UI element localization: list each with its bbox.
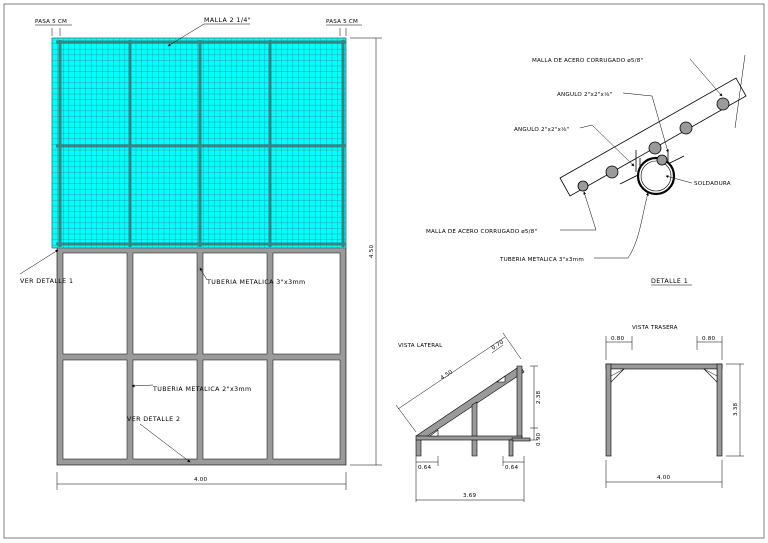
detail-angulo-2-label: ANGULO 2"x2"x⅛" — [514, 127, 570, 133]
lateral-h1-dim: 2.38 — [536, 391, 542, 404]
detail-1: MALLA DE ACERO CORRUGADO ø5/8" ANGULO 2"… — [426, 54, 747, 286]
detail-soldadura-label: SOLDADURA — [694, 181, 731, 187]
detail-pipe — [636, 156, 676, 196]
detail-malla-top-label: MALLA DE ACERO CORRUGADO ø5/8" — [532, 58, 644, 64]
detail-angulo-1-label: ANGULO 2"x2"x⅛" — [557, 92, 613, 98]
plan-height-dim: 4.50 — [369, 245, 375, 258]
trasera-height-dim: 3.38 — [733, 403, 739, 416]
detail-tuberia-label: TUBERIA METALICA 3"x3mm — [499, 257, 584, 263]
plan-width-dim: 4.00 — [194, 477, 207, 483]
lateral-right-dim: 0.64 — [505, 465, 518, 471]
ver-detalle-2-label: VER DETALLE 2 — [127, 416, 180, 423]
vista-lateral: VISTA LATERAL 4.50 0.70 2.38 0.90 0.64 — [395, 332, 542, 502]
detail-malla-bottom-label: MALLA DE ACERO CORRUGADO ø5/8" — [426, 229, 538, 235]
pasa-right-label: PASA 5 CM — [326, 19, 358, 25]
trasera-left-dim: 0.80 — [611, 336, 624, 342]
detail-slab — [559, 77, 747, 197]
trasera-right-dim: 0.80 — [702, 336, 715, 342]
tuberia-2-label: TUBERIA METALICA 2"x3mm — [152, 386, 252, 393]
trasera-base-dim: 4.00 — [657, 475, 670, 481]
pasa-left-label: PASA 5 CM — [35, 19, 67, 25]
sheet-border — [3, 3, 765, 539]
malla-label: MALLA 2 1/4" — [204, 17, 251, 24]
tuberia-3-label: TUBERIA METALICA 3"x3mm — [206, 279, 306, 286]
plan-view: PASA 5 CM PASA 5 CM MALLA 2 1/4" VER DET… — [19, 17, 382, 490]
vista-trasera: VISTA TRASERA 0.80 0.80 3.38 4.00 — [605, 325, 744, 488]
lateral-base-dim: 3.69 — [463, 493, 476, 499]
mesh-frame-tubes — [56, 40, 346, 247]
trasera-title: VISTA TRASERA — [632, 325, 678, 331]
ver-detalle-1-label: VER DETALLE 1 — [20, 278, 73, 285]
lateral-title: VISTA LATERAL — [398, 343, 443, 349]
lateral-top-dim: 0.70 — [491, 339, 506, 352]
lateral-h2-dim: 0.90 — [536, 433, 542, 446]
lateral-slope-dim: 4.50 — [440, 369, 455, 382]
lateral-left-dim: 0.64 — [418, 465, 431, 471]
detail-title: DETALLE 1 — [651, 278, 688, 285]
